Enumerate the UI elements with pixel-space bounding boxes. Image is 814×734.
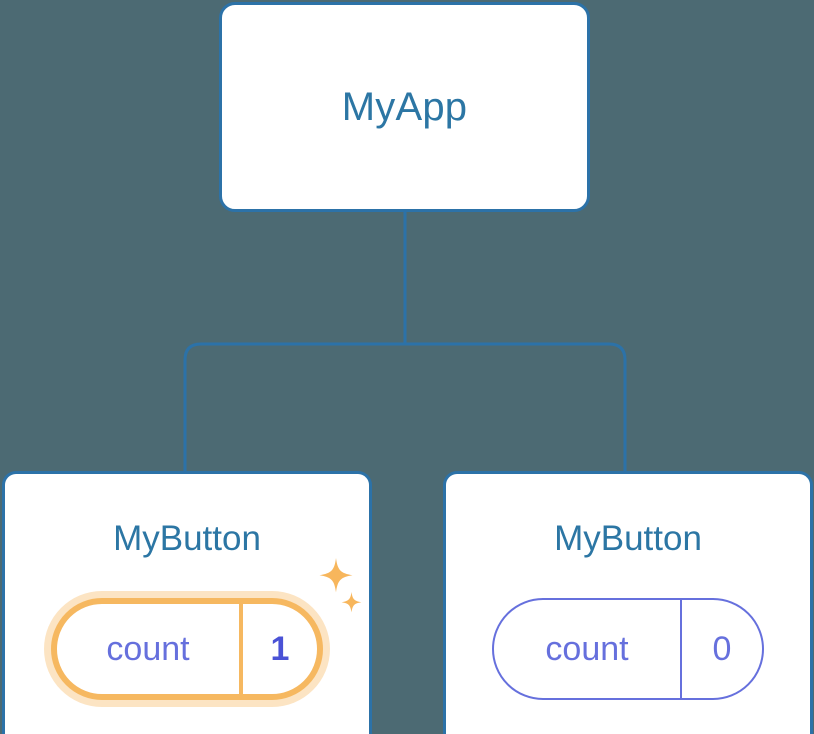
- node-myapp[interactable]: MyApp: [219, 2, 590, 212]
- node-mybutton-right-label: MyButton: [554, 519, 702, 558]
- edge-to-left-child: [183, 342, 405, 473]
- state-chip-value: 0: [680, 600, 762, 698]
- state-chip-left-wrap: count 1: [51, 598, 323, 700]
- node-mybutton-left[interactable]: MyButton count 1: [2, 471, 372, 734]
- node-mybutton-left-label: MyButton: [113, 519, 261, 558]
- state-chip-count-active[interactable]: count 1: [51, 598, 323, 700]
- state-chip-count-idle[interactable]: count 0: [492, 598, 764, 700]
- edge-to-right-child: [405, 342, 627, 473]
- state-chip-value: 1: [239, 604, 317, 694]
- state-chip-right-wrap: count 0: [492, 598, 764, 700]
- node-myapp-label: MyApp: [341, 85, 468, 129]
- state-chip-key: count: [545, 630, 629, 668]
- node-mybutton-right[interactable]: MyButton count 0: [443, 471, 813, 734]
- state-chip-key: count: [106, 630, 190, 668]
